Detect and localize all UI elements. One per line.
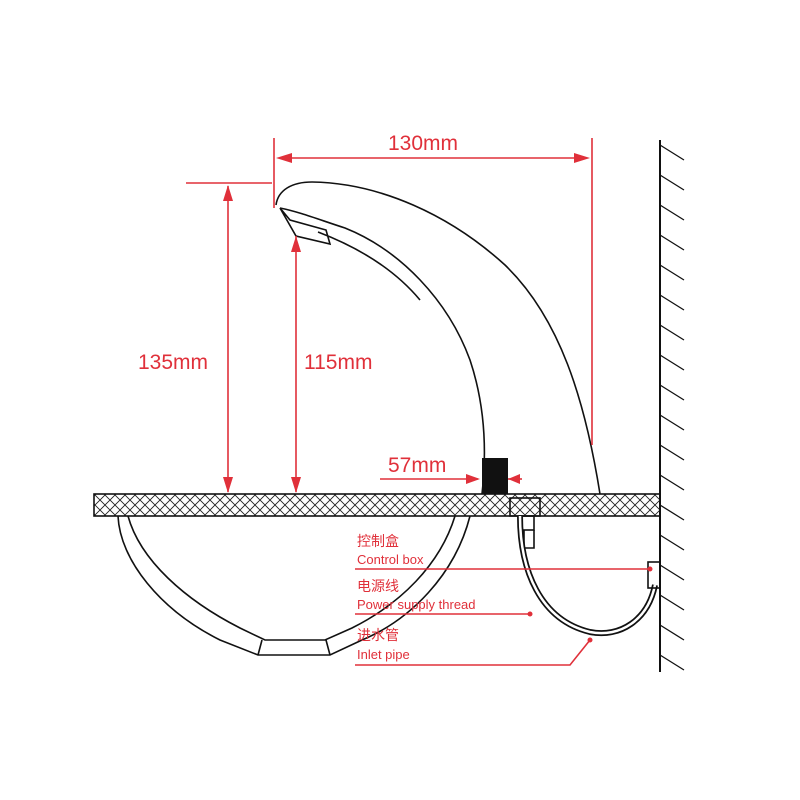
spout-reach-label: 130mm xyxy=(388,132,458,155)
inlet-pipe-label-en: Inlet pipe xyxy=(357,647,410,662)
power-thread-label-en: Power supply thread xyxy=(357,597,476,612)
power-thread-label-cn: 电源线 xyxy=(357,579,399,595)
inlet-pipe-label-cn: 进水管 xyxy=(357,628,399,644)
faucet-body xyxy=(275,181,601,495)
outlet-height-label: 115mm xyxy=(304,351,372,374)
under-counter-plumbing xyxy=(509,497,661,637)
control-box xyxy=(647,561,661,589)
dimension-total-height xyxy=(186,182,272,493)
wash-basin xyxy=(117,515,471,656)
countertop xyxy=(93,493,661,517)
control-box-label-cn: 控制盒 xyxy=(357,533,399,550)
dimension-outlet-height xyxy=(291,236,301,493)
sensor-window xyxy=(482,458,508,494)
control-box-label-en: Control box xyxy=(357,552,424,567)
total-height-label: 135mm xyxy=(138,351,208,374)
base-offset-label: 57mm xyxy=(388,454,446,477)
dimension-spout-reach xyxy=(273,138,593,445)
callout-leaders xyxy=(355,566,653,666)
dimension-base-offset xyxy=(380,474,522,484)
wall xyxy=(659,140,685,672)
